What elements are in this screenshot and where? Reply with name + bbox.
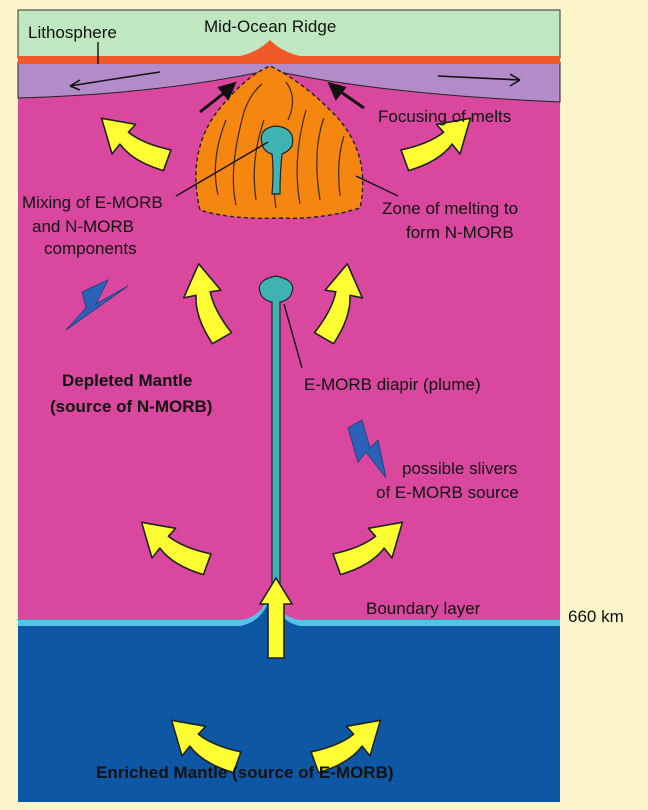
plate-motion-arrows xyxy=(69,71,521,91)
lightning-sliver-icon xyxy=(347,419,387,479)
diapir-label: E-MORB diapir (plume) xyxy=(304,375,481,394)
mixing-label-2: and N-MORB xyxy=(32,217,134,236)
vertical-flow-arrow-icon xyxy=(258,576,294,659)
slivers-label-2: of E-MORB source xyxy=(376,483,519,502)
boundary-layer xyxy=(18,592,560,626)
focusing-arrows xyxy=(199,81,365,114)
focusing-label: Focusing of melts xyxy=(378,107,511,126)
e-morb-diapir xyxy=(258,275,294,599)
oceanic-crust xyxy=(18,40,560,64)
leader-lines xyxy=(97,42,399,369)
slivers-label-1: possible slivers xyxy=(402,459,517,478)
ridge-label: Mid-Ocean Ridge xyxy=(204,17,336,36)
depth-label: 660 km xyxy=(568,607,624,626)
mixing-label-1: Mixing of E-MORB xyxy=(22,193,163,212)
lightning-sliver-icon xyxy=(65,279,129,331)
e-morb-blob xyxy=(260,125,294,195)
mixing-label-3: components xyxy=(44,239,137,258)
zone-label-2: form N-MORB xyxy=(406,223,514,242)
lithosphere-label: Lithosphere xyxy=(28,23,117,42)
enriched-mantle xyxy=(18,626,560,802)
lithosphere-layer xyxy=(17,9,561,59)
enriched-label: Enriched Mantle (source of E-MORB) xyxy=(96,763,394,782)
depleted-label-1: Depleted Mantle xyxy=(62,371,192,390)
zone-label-1: Zone of melting to xyxy=(382,199,518,218)
boundary-label: Boundary layer xyxy=(366,599,481,618)
depleted-label-2: (source of N-MORB) xyxy=(50,397,212,416)
